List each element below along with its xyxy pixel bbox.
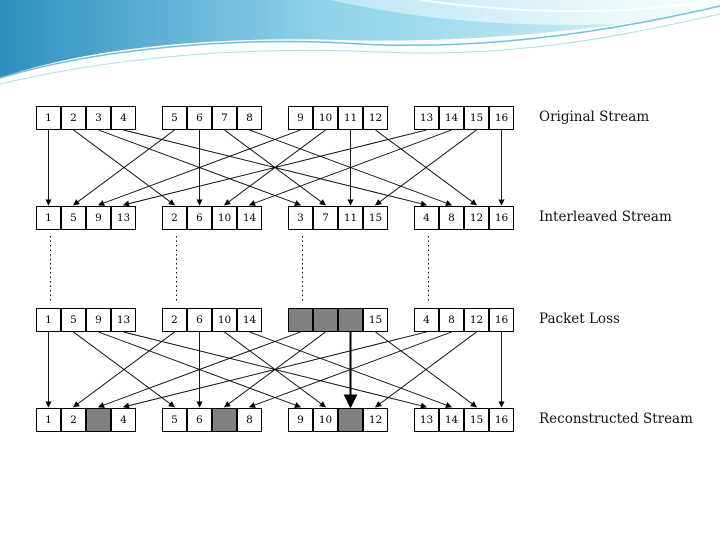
packet-cell: 16 (489, 206, 514, 230)
packet-cell: 1 (36, 408, 61, 432)
packet-cell: 6 (187, 408, 212, 432)
packet-cell: 14 (237, 308, 262, 332)
packet-cell: 5 (61, 308, 86, 332)
packet-cell: 12 (363, 408, 388, 432)
interleave-arrow (72, 129, 175, 206)
packet-cell: 2 (162, 308, 187, 332)
packet-cell: 10 (313, 106, 338, 130)
packet-cell: 15 (363, 308, 388, 332)
packet-cell: 12 (464, 206, 489, 230)
packet-cell: 9 (86, 308, 111, 332)
packet-cell: 15 (464, 106, 489, 130)
packet-cell: 4 (414, 308, 439, 332)
packet-cell: 6 (187, 206, 212, 230)
packet-cell: 2 (61, 408, 86, 432)
packet-cell: 9 (288, 106, 313, 130)
packet-cell: 3 (86, 106, 111, 130)
deinterleave-arrow (122, 331, 427, 409)
packet-cell: 8 (439, 308, 464, 332)
label-original-stream: Original Stream (539, 109, 650, 125)
packet-cell: 15 (363, 206, 388, 230)
packet-cell: 11 (338, 206, 363, 230)
packet-cell: 1 (36, 106, 61, 130)
packet-cell (288, 308, 313, 332)
packet-cell: 8 (237, 106, 262, 130)
label-interleaved-stream: Interleaved Stream (539, 209, 672, 225)
packet-cell: 5 (61, 206, 86, 230)
packet-cell: 16 (489, 308, 514, 332)
packet-cell: 6 (187, 308, 212, 332)
decorative-banner (0, 0, 720, 85)
packet-cell: 10 (212, 308, 237, 332)
packet-cell: 7 (212, 106, 237, 130)
deinterleave-arrow (97, 331, 301, 408)
packet-cell: 8 (237, 408, 262, 432)
interleave-arrow (122, 129, 427, 207)
packet-cell: 13 (111, 308, 136, 332)
interleave-arrow (248, 129, 452, 206)
interleave-arrow (97, 129, 301, 206)
packet-cell: 4 (111, 106, 136, 130)
packet-cell (338, 408, 363, 432)
packet-cell: 6 (187, 106, 212, 130)
packet-cell: 13 (414, 106, 439, 130)
packet-cell: 5 (162, 106, 187, 130)
label-reconstructed-stream: Reconstructed Stream (539, 411, 693, 427)
packet-cell (86, 408, 111, 432)
packet-cell: 2 (162, 206, 187, 230)
packet-cell: 12 (464, 308, 489, 332)
packet-cell: 4 (111, 408, 136, 432)
packet-cell: 9 (288, 408, 313, 432)
packet-cell: 2 (61, 106, 86, 130)
packet-cell: 5 (162, 408, 187, 432)
packet-cell: 14 (439, 106, 464, 130)
packet-cell: 13 (111, 206, 136, 230)
packet-cell: 14 (439, 408, 464, 432)
label-packet-loss: Packet Loss (539, 311, 620, 327)
packet-cell: 16 (489, 408, 514, 432)
deinterleave-arrow (248, 331, 452, 408)
packet-cell: 8 (439, 206, 464, 230)
connector-arrows (45, 129, 505, 409)
packet-cell: 10 (212, 206, 237, 230)
packet-cell: 3 (288, 206, 313, 230)
packet-cell: 1 (36, 206, 61, 230)
interleave-arrow (374, 129, 477, 206)
packet-cell: 16 (489, 106, 514, 130)
packet-cell: 14 (237, 206, 262, 230)
deinterleave-arrow (374, 331, 477, 408)
packet-cell: 10 (313, 408, 338, 432)
packet-cell: 12 (363, 106, 388, 130)
packet-cell: 1 (36, 308, 61, 332)
packet-cell: 4 (414, 206, 439, 230)
packet-cell: 15 (464, 408, 489, 432)
packet-cell: 9 (86, 206, 111, 230)
deinterleave-arrow (72, 331, 175, 408)
packet-cell (212, 408, 237, 432)
packet-cell (338, 308, 363, 332)
packet-cell (313, 308, 338, 332)
packet-cell: 11 (338, 106, 363, 130)
packet-cell: 7 (313, 206, 338, 230)
packet-cell: 13 (414, 408, 439, 432)
